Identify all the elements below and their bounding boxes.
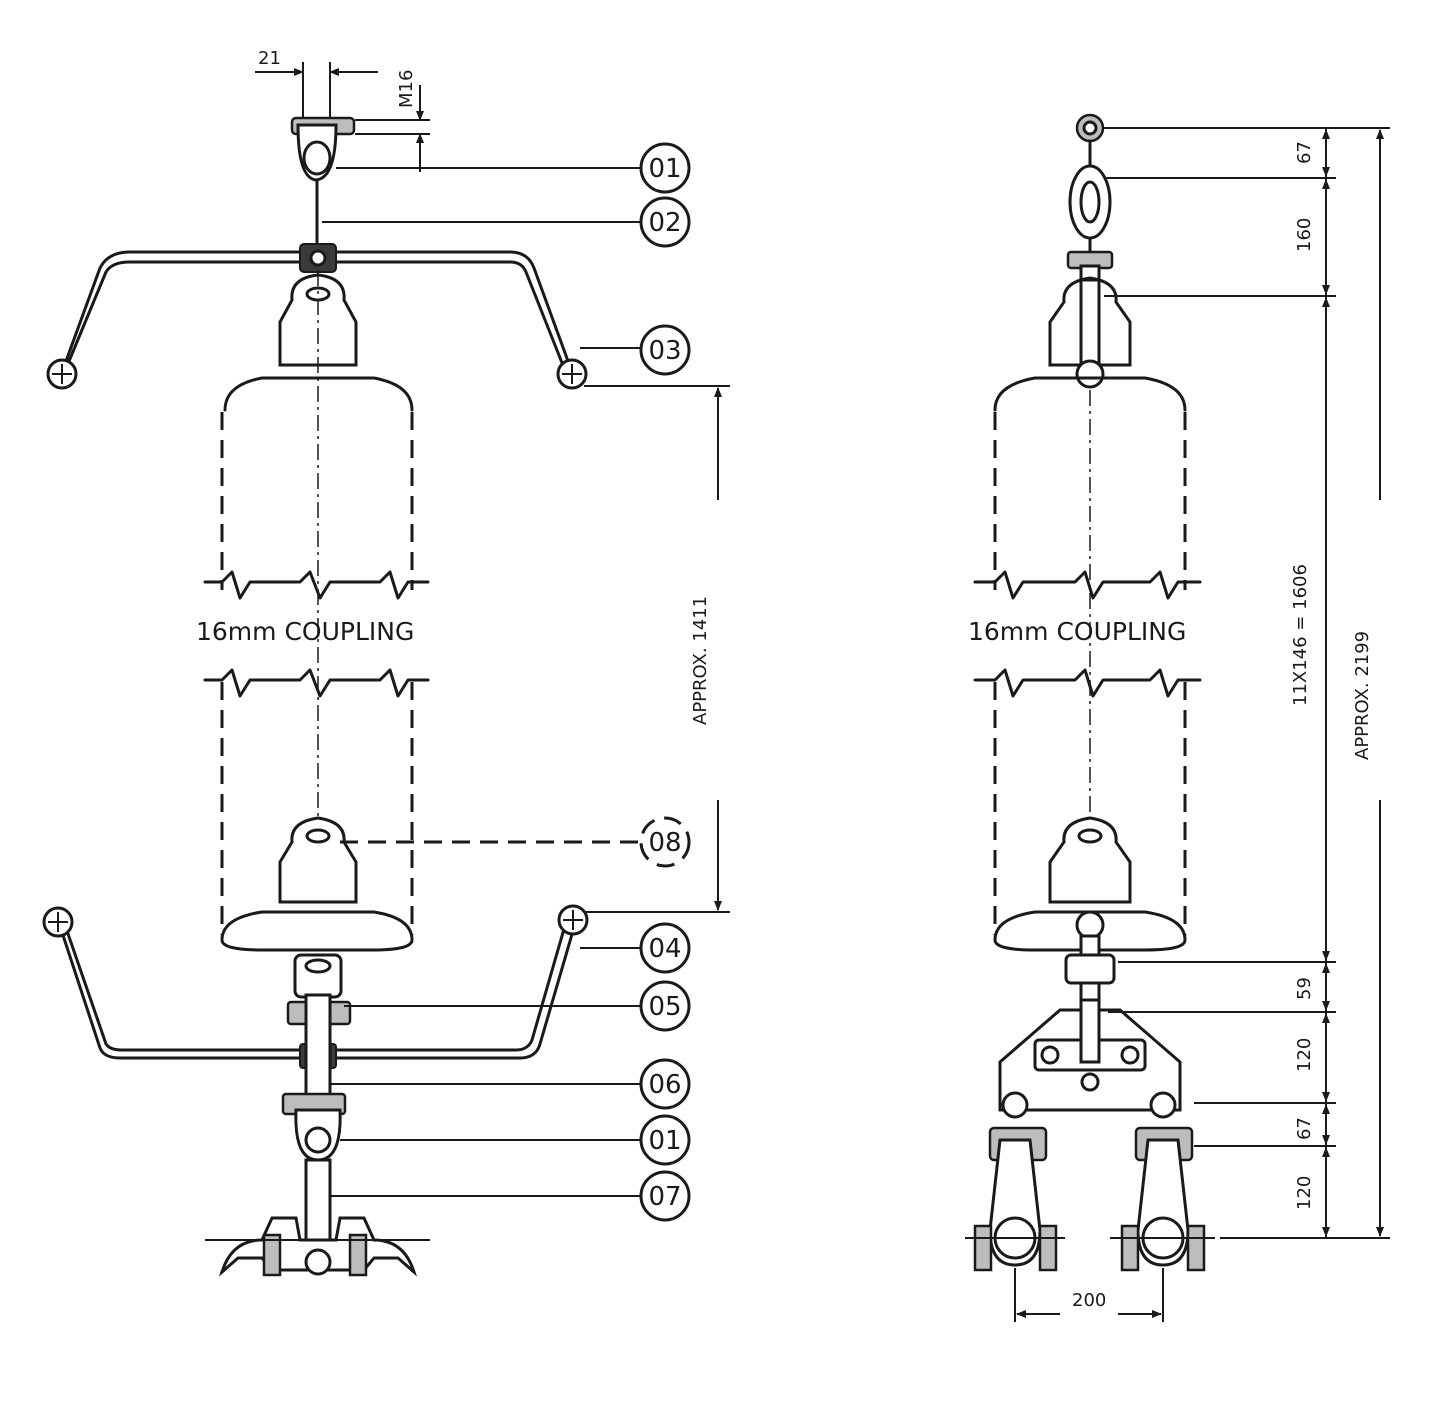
callout-08-label: 08 (648, 828, 681, 858)
approx-2199-label: APPROX. 2199 (1352, 631, 1373, 760)
callout-07: 07 (639, 1170, 691, 1222)
dimension-approx-2199: APPROX. 2199 (1352, 129, 1384, 1237)
bottom-corona-ring (42, 904, 589, 1060)
dim-string-label: 11X146 = 1606 (1290, 564, 1311, 706)
left-coupling-label: 16mm COUPLING (196, 617, 414, 646)
callout-03: 03 (639, 324, 691, 376)
right-coupling-label: 16mm COUPLING (968, 617, 1186, 646)
callout-02-label: 02 (648, 208, 681, 238)
top-shackle (290, 116, 356, 252)
left-view: 21 M16 (42, 48, 730, 1277)
top-dimension-21: 21 (255, 48, 378, 125)
top-insulator (220, 273, 414, 590)
dim-120-upper-label: 120 (1294, 1038, 1315, 1072)
left-leader-lines (322, 167, 640, 1197)
right-yoke-plate (998, 953, 1182, 1112)
right-view: 16mm COUPLING (965, 113, 1390, 1322)
dim-59-label: 59 (1294, 977, 1315, 1000)
dimension-approx-1411: APPROX. 1411 (584, 385, 730, 913)
callout-04-label: 04 (648, 934, 681, 964)
callout-01-top-label: 01 (648, 154, 681, 184)
left-break-lower (203, 668, 430, 698)
approx-1411-label: APPROX. 1411 (690, 596, 711, 725)
dim-120-lower-label: 120 (1294, 1176, 1315, 1210)
top-corona-ring (46, 243, 588, 390)
thread-dimension-m16: M16 (355, 70, 430, 172)
callout-02: 02 (639, 196, 691, 248)
callout-06: 06 (639, 1058, 691, 1110)
right-clamp-right (1110, 1091, 1215, 1272)
callout-07-label: 07 (648, 1182, 681, 1212)
callout-05-label: 05 (648, 992, 681, 1022)
callout-03-label: 03 (648, 336, 681, 366)
right-break-lower (973, 668, 1202, 698)
callout-01-top: 01 (639, 142, 691, 194)
callout-06-label: 06 (648, 1070, 681, 1100)
dim-67-bottom-label: 67 (1294, 1117, 1315, 1140)
dim-160-label: 160 (1294, 218, 1315, 252)
right-clamp-left (965, 1091, 1065, 1272)
dim-m16-label: M16 (396, 70, 417, 108)
callout-05: 05 (639, 980, 691, 1032)
callout-01-bottom: 01 (639, 1114, 691, 1166)
dimension-200: 200 (1014, 1268, 1164, 1322)
dim-200-label: 200 (1072, 1290, 1106, 1311)
callout-01-bottom-label: 01 (648, 1126, 681, 1156)
dim-21-label: 21 (258, 48, 281, 69)
right-top-insulator (993, 276, 1187, 590)
right-break-upper (973, 570, 1202, 600)
right-extension-lines (1104, 127, 1390, 1239)
left-break-upper (203, 570, 430, 600)
callout-08: 08 (639, 816, 691, 868)
bottom-insulator (220, 682, 414, 952)
bottom-hardware (205, 953, 430, 1277)
callout-04: 04 (639, 922, 691, 974)
dim-67-top-label: 67 (1294, 141, 1315, 164)
